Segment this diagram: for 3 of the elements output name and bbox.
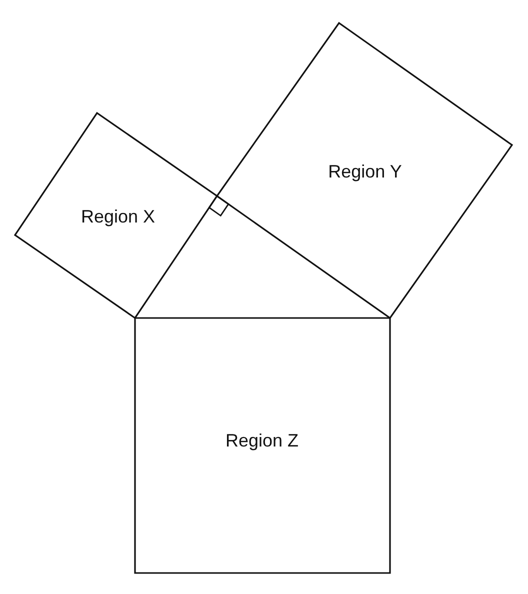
region-label: Region X	[80, 206, 156, 228]
region-label: Region Z	[225, 430, 299, 452]
region-label: Region Y	[328, 162, 402, 182]
